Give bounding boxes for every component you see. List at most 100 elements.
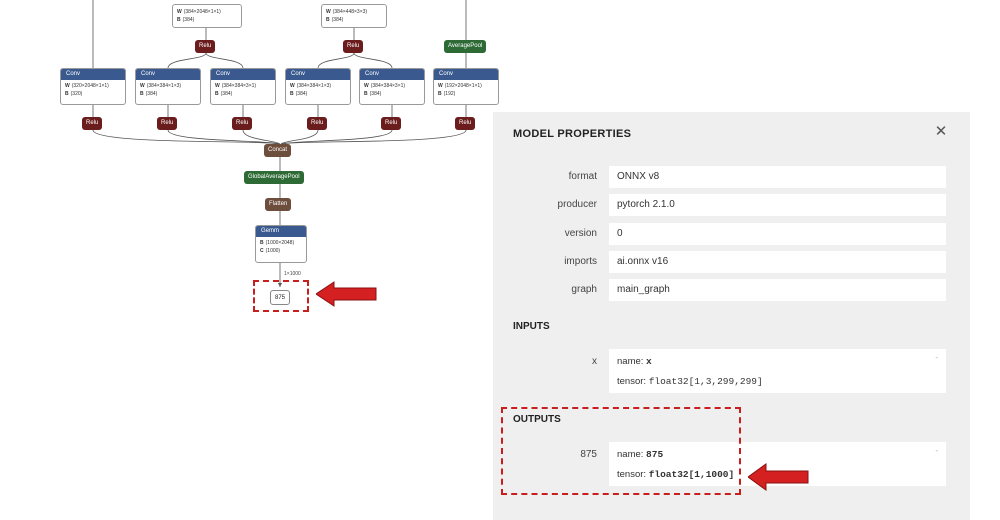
conv-label: Conv (211, 69, 275, 80)
bias-shape: (384) (145, 91, 158, 97)
bias-key: B (364, 91, 368, 97)
edge-shape-label: 1×1000 (284, 271, 301, 277)
weight-shape: (192×2048×1×1) (444, 83, 482, 89)
format-value[interactable]: ONNX v8 (609, 166, 946, 188)
bias-shape: (384) (331, 17, 344, 23)
gemm-node[interactable]: Gemm B(1000×2048) C(1000) (255, 225, 307, 263)
gemm-label: Gemm (256, 226, 306, 237)
weight-key: W (438, 83, 443, 89)
conv-node-3[interactable]: Conv W(384×384×3×1) B(384) (210, 68, 276, 105)
weight-key: W (215, 83, 220, 89)
outputs-section-title: OUTPUTS (513, 414, 561, 425)
output-tensor-key: tensor: (617, 469, 647, 480)
close-icon[interactable]: ✕ (934, 123, 948, 140)
weight-shape: (384×2048×1×1) (183, 9, 221, 15)
version-value[interactable]: 0 (609, 223, 946, 245)
bias-key: B (140, 91, 144, 97)
relu-node-1[interactable]: Relu (82, 117, 103, 130)
relu-node-4[interactable]: Relu (307, 117, 328, 130)
output-name: 875 (646, 449, 664, 460)
weight-key: W (140, 83, 145, 89)
initializer-card-right[interactable]: W(384×448×3×3) B(384) (321, 4, 387, 28)
graph-edges (92, 0, 467, 287)
input-name-key: name: (617, 356, 644, 367)
initializer-card-left[interactable]: W(384×2048×1×1) B(384) (172, 4, 242, 28)
bias-shape: (384) (220, 91, 233, 97)
relu-node-3[interactable]: Relu (232, 117, 253, 130)
c-key: C (260, 248, 264, 254)
panel-title: MODEL PROPERTIES (513, 128, 632, 140)
bias-shape: (192) (443, 91, 456, 97)
concat-node[interactable]: Concat (264, 144, 292, 157)
flatten-node[interactable]: Flatten (265, 198, 292, 211)
input-tensor-key: tensor: (617, 376, 647, 387)
relu-node-2[interactable]: Relu (157, 117, 178, 130)
imports-label: imports (564, 256, 597, 267)
weight-shape: (384×448×3×3) (332, 9, 368, 15)
model-graph: W(384×2048×1×1) B(384) W(384×448×3×3) B(… (60, 0, 499, 312)
conv-node-5[interactable]: Conv W(384×384×3×1) B(384) (359, 68, 425, 105)
version-label: version (564, 228, 597, 239)
bias-key: B (326, 17, 330, 23)
c-shape: (1000) (265, 248, 281, 254)
conv-node-2[interactable]: Conv W(384×384×1×3) B(384) (135, 68, 201, 105)
weight-shape: (320×2048×1×1) (71, 83, 109, 89)
input-entry[interactable]: name: x tensor: float32[1,3,299,299] - (609, 349, 946, 393)
red-arrow-graph-icon (316, 281, 377, 307)
model-properties-panel: MODEL PROPERTIES ✕ format ONNX v8 produc… (493, 112, 970, 520)
graph-value[interactable]: main_graph (609, 279, 946, 301)
weight-key: W (290, 83, 295, 89)
bias-key: B (177, 17, 181, 23)
bias-key: B (290, 91, 294, 97)
output-node-highlight (253, 280, 309, 312)
conv-node-4[interactable]: Conv W(384×384×1×3) B(384) (285, 68, 351, 105)
weight-key: W (326, 9, 331, 15)
bias-shape: (384) (369, 91, 382, 97)
globalaveragepool-node[interactable]: GlobalAveragePool (244, 171, 304, 184)
output-name-key: name: (617, 449, 644, 460)
weight-key: W (177, 9, 182, 15)
weight-key: W (65, 83, 70, 89)
output-tensor-node[interactable]: 875 (270, 290, 290, 305)
inputs-section-title: INPUTS (513, 321, 550, 332)
bias-key: B (438, 91, 442, 97)
weight-shape: (384×384×3×1) (370, 83, 406, 89)
b-key: B (260, 240, 264, 246)
weight-shape: (384×384×3×1) (221, 83, 257, 89)
format-label: format (568, 171, 597, 182)
conv-label: Conv (61, 69, 125, 80)
producer-value[interactable]: pytorch 2.1.0 (609, 194, 946, 216)
conv-node-1[interactable]: Conv W(320×2048×1×1) B(320) (60, 68, 126, 105)
conv-label: Conv (136, 69, 200, 80)
weight-shape: (384×384×1×3) (296, 83, 332, 89)
conv-label: Conv (286, 69, 350, 80)
bias-key: B (215, 91, 219, 97)
imports-value[interactable]: ai.onnx v16 (609, 251, 946, 273)
conv-label: Conv (360, 69, 424, 80)
bias-shape: (320) (70, 91, 83, 97)
weight-key: W (364, 83, 369, 89)
input-name: x (646, 356, 652, 367)
output-entry[interactable]: name: 875 tensor: float32[1,1000] - (609, 442, 946, 486)
output-expand-dash[interactable]: - (935, 446, 938, 455)
averagepool-node[interactable]: AveragePool (444, 40, 487, 53)
weight-shape: (384×384×1×3) (146, 83, 182, 89)
relu-node-top-left[interactable]: Relu (195, 40, 216, 53)
output-id-label: 875 (580, 449, 597, 460)
red-arrow-panel-icon (748, 463, 809, 491)
conv-label: Conv (434, 69, 498, 80)
producer-label: producer (557, 199, 597, 210)
input-expand-dash[interactable]: - (935, 353, 938, 362)
outputs-highlight (501, 407, 741, 495)
relu-node-top-right[interactable]: Relu (343, 40, 364, 53)
b-shape: (1000×2048) (265, 240, 295, 246)
input-id-label: x (592, 356, 597, 367)
relu-node-5[interactable]: Relu (381, 117, 402, 130)
bias-key: B (65, 91, 69, 97)
relu-node-6[interactable]: Relu (455, 117, 476, 130)
bias-shape: (384) (182, 17, 195, 23)
output-tensor-type: float32[1,1000] (648, 469, 735, 480)
graph-label: graph (571, 284, 597, 295)
input-tensor-type: float32[1,3,299,299] (648, 376, 763, 387)
conv-node-6[interactable]: Conv W(192×2048×1×1) B(192) (433, 68, 499, 105)
